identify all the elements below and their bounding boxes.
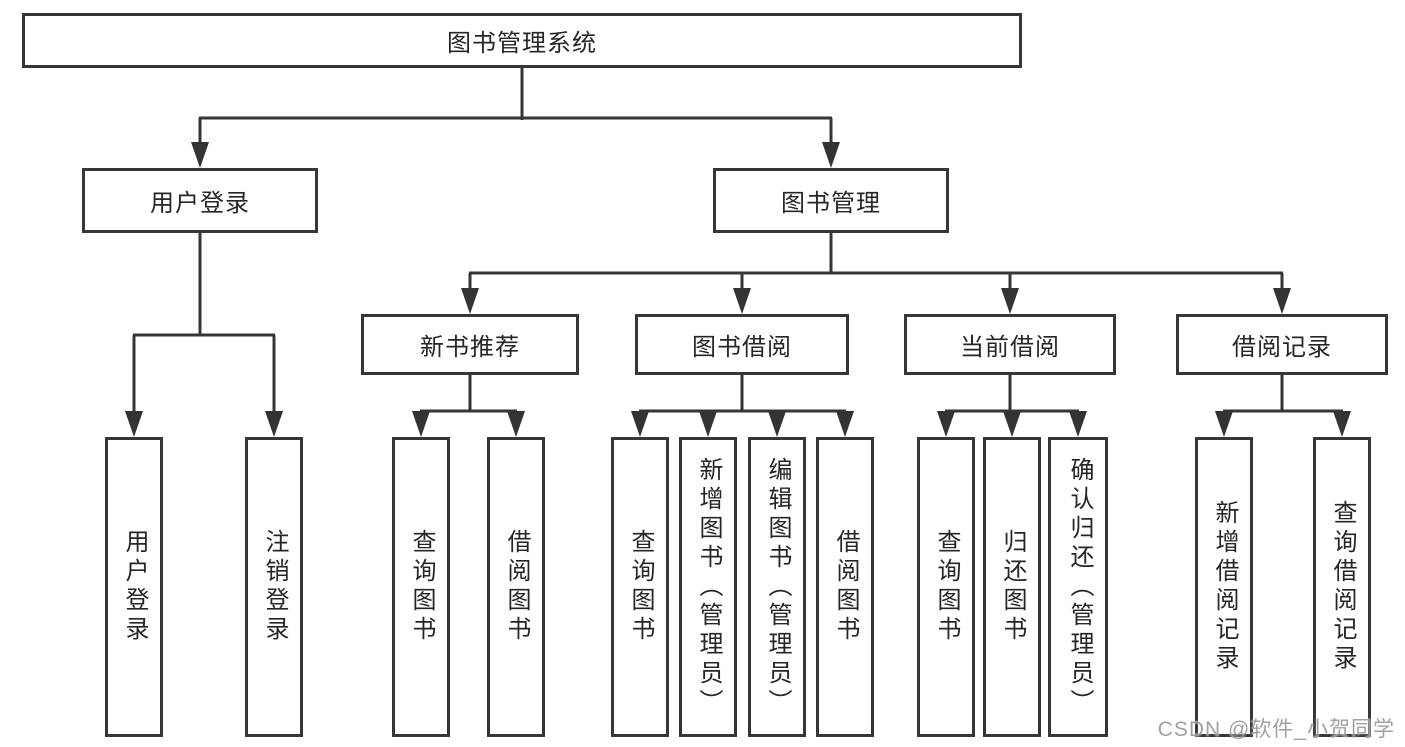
leaf-edit-books-admin: 编辑图书（管理员） (748, 437, 806, 737)
leaf-logout: 注销登录 (245, 437, 303, 737)
node-new-book-recommendation: 新书推荐 (361, 314, 579, 375)
leaf-query-books-borrow: 查询图书 (611, 437, 669, 737)
leaf-borrow-books-newbooks: 借阅图书 (487, 437, 545, 737)
leaf-confirm-return-admin: 确认归还（管理员） (1048, 437, 1108, 737)
leaf-user-login: 用户登录 (105, 437, 163, 737)
connector-root-to-level2 (198, 68, 833, 144)
leaf-return-books: 归还图书 (983, 437, 1041, 737)
arrowheads (125, 142, 1351, 437)
connector-new-books-to-leaves (420, 374, 517, 413)
connector-user-login-to-leaves (132, 232, 276, 413)
leaf-query-borrow-record: 查询借阅记录 (1313, 437, 1371, 737)
leaf-add-books-admin: 新增图书（管理员） (679, 437, 737, 737)
connector-current-borrow-to-leaves (945, 374, 1079, 413)
connector-book-mgmt-to-level3 (468, 232, 1284, 290)
node-borrowing-records: 借阅记录 (1176, 314, 1388, 375)
node-library-system: 图书管理系统 (22, 13, 1022, 68)
node-book-borrowing: 图书借阅 (635, 314, 849, 375)
leaf-borrow-books: 借阅图书 (816, 437, 874, 737)
csdn-watermark: CSDN @软件_小贺同学 (1157, 718, 1395, 741)
leaf-query-books-current: 查询图书 (917, 437, 975, 737)
connector-book-borrow-to-leaves (639, 374, 846, 413)
node-user-login: 用户登录 (82, 168, 318, 233)
node-current-borrowing: 当前借阅 (904, 314, 1116, 375)
connector-borrow-records-to-leaves (1223, 374, 1343, 413)
leaf-query-books-newbooks: 查询图书 (392, 437, 450, 737)
node-book-management: 图书管理 (713, 168, 949, 233)
leaf-add-borrow-record: 新增借阅记录 (1195, 437, 1253, 737)
